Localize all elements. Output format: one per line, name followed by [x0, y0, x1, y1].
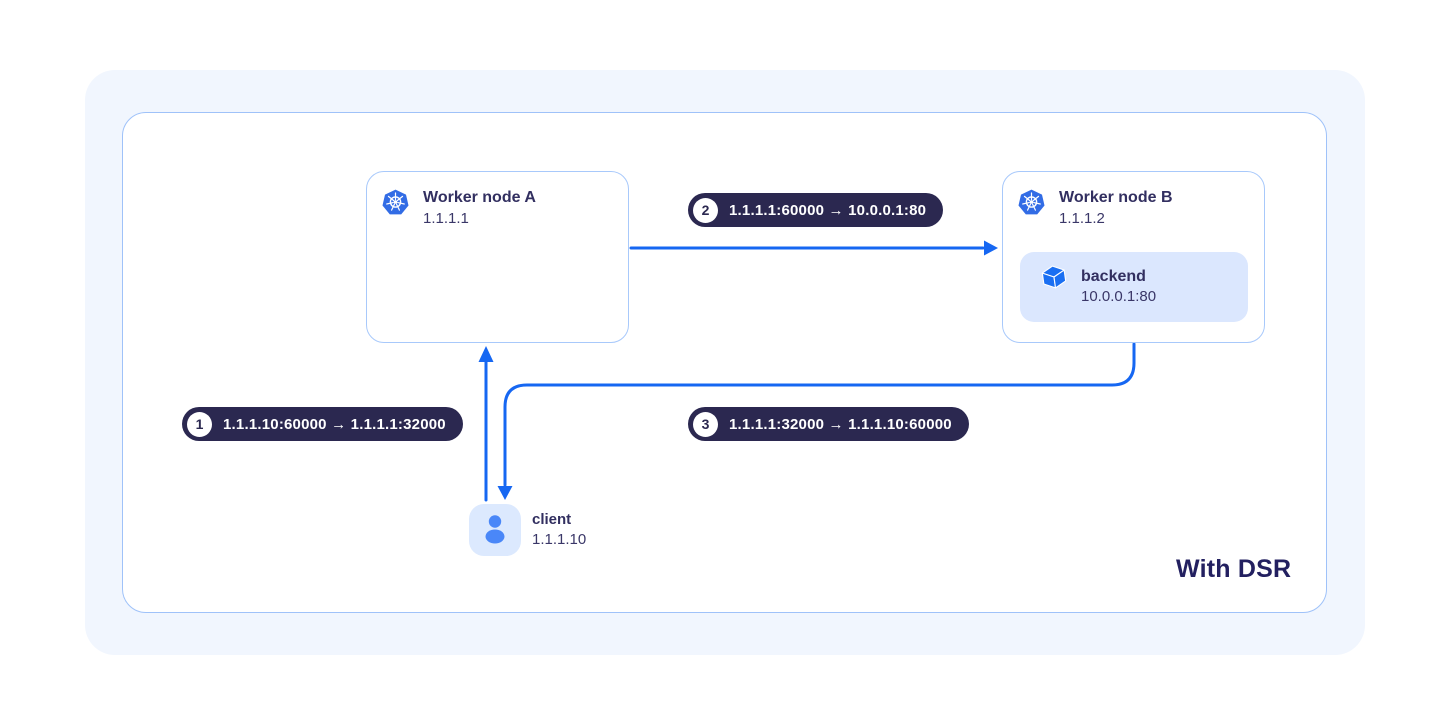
diagram-caption: With DSR	[1176, 555, 1292, 583]
step-2-flow-text: 1.1.1.1:60000 → 10.0.0.1:80	[729, 201, 927, 219]
client-ip: 1.1.1.10	[532, 531, 587, 548]
client-avatar	[469, 504, 521, 556]
client-title: client	[532, 511, 572, 528]
step-1-flow-text: 1.1.1.10:60000 → 1.1.1.1:32000	[223, 415, 446, 433]
step-3-pill: 3 1.1.1.1:32000 → 1.1.1.10:60000	[688, 407, 969, 441]
backend-address: 10.0.0.1:80	[1081, 288, 1157, 305]
worker-node-a-ip: 1.1.1.1	[423, 210, 469, 227]
step-1-number-badge: 1	[187, 411, 212, 437]
person-icon	[477, 510, 513, 551]
backend-title: backend	[1081, 268, 1146, 285]
step-2-number-badge: 2	[693, 197, 718, 223]
worker-node-a-box: Worker node A 1.1.1.1	[366, 171, 629, 343]
cube-icon	[1041, 264, 1067, 295]
step-3-flow-text: 1.1.1.1:32000 → 1.1.1.10:60000	[729, 415, 952, 433]
step-2-pill: 2 1.1.1.1:60000 → 10.0.0.1:80	[688, 193, 944, 227]
kubernetes-icon	[382, 189, 409, 221]
step-3-number-badge: 3	[693, 411, 718, 437]
kubernetes-icon	[1018, 189, 1045, 221]
worker-node-a-title: Worker node A	[423, 189, 536, 206]
step-1-pill: 1 1.1.1.10:60000 → 1.1.1.1:32000	[182, 407, 463, 441]
worker-node-b-title: Worker node B	[1059, 189, 1173, 206]
backend-pod-box: backend 10.0.0.1:80	[1020, 252, 1248, 322]
worker-node-b-ip: 1.1.1.2	[1059, 210, 1105, 227]
